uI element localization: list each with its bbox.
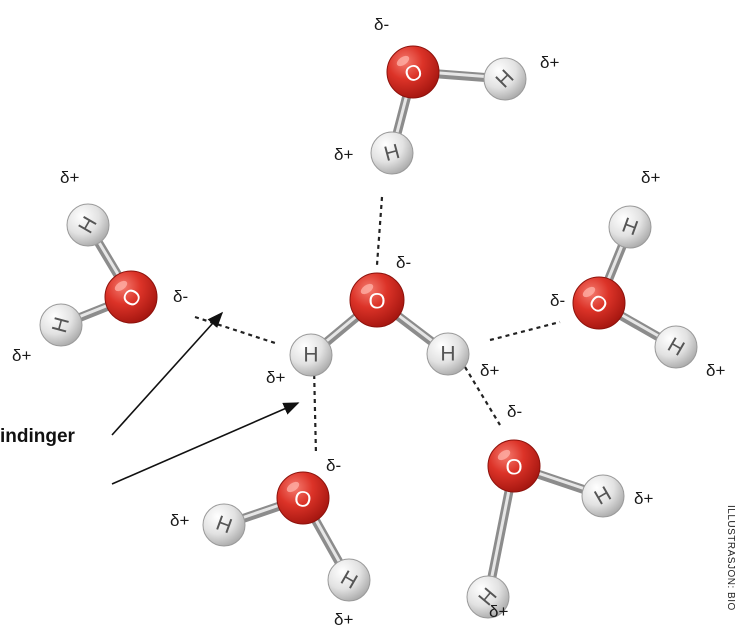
oxygen-highlight	[582, 286, 596, 298]
water-molecule-bottom-left: H H O	[202, 471, 371, 602]
hydrogen-atom: H	[289, 333, 333, 377]
water-molecule-left: HHO	[39, 203, 158, 347]
hydrogen-atom-sphere	[466, 575, 510, 619]
hbond-right	[489, 320, 561, 342]
water-molecule-top: HHO	[370, 45, 527, 175]
hydrogen-atom-label: H	[48, 315, 74, 336]
charge-top-h2: δ+	[334, 145, 353, 164]
illustration-credit: ILLUSTRASJON: BIO	[725, 505, 736, 611]
hydrogen-atom-label: H	[440, 343, 455, 366]
charge-br-h2: δ+	[489, 602, 508, 621]
hbond-bottom-left	[312, 366, 318, 456]
oxygen-highlight	[286, 481, 300, 493]
oxygen-atom: O	[487, 439, 541, 493]
charge-left-h2: δ+	[12, 346, 31, 365]
hydrogen-atom-label: H	[619, 214, 641, 241]
hydrogen-atom-sphere	[370, 131, 414, 175]
water-molecule-right: HHO	[572, 205, 698, 369]
hydrogen-atom: H	[466, 575, 510, 619]
hydrogen-atom: H	[426, 332, 470, 376]
arrow-lower	[111, 402, 300, 485]
hydrogen-atom-label: H	[382, 140, 403, 166]
charge-left-o: δ-	[173, 287, 188, 306]
hbond-bottom-right	[464, 366, 501, 426]
hydrogen-atom: H	[66, 203, 110, 247]
hydrogen-bonds	[194, 196, 561, 456]
oxygen-atom: O	[276, 471, 330, 525]
oxygen-atom: O	[349, 272, 405, 328]
oxygen-highlight	[114, 280, 128, 292]
charge-bl-h2: δ+	[334, 610, 353, 628]
charge-bl-h1: δ+	[170, 511, 189, 530]
hydrogen-atom-sphere	[608, 205, 652, 249]
hydrogen-atom: H	[39, 303, 83, 347]
oxygen-atom: O	[104, 270, 158, 324]
charge-center-h1: δ+	[266, 368, 285, 387]
oxygen-atom: O	[386, 45, 440, 99]
hydrogen-atom-sphere	[483, 57, 527, 101]
charge-br-o: δ-	[507, 402, 522, 421]
water-molecule-bottom-right: H H O	[466, 439, 625, 619]
hydrogen-atom-sphere	[66, 203, 110, 247]
hydrogen-atom: H	[370, 131, 414, 175]
oxygen-highlight	[360, 283, 374, 295]
arrow-upper	[111, 311, 224, 436]
water-molecule-center: H H O	[289, 272, 470, 377]
hydrogen-atom-sphere	[327, 558, 371, 602]
hydrogen-atom-sphere	[654, 325, 698, 369]
charge-top-h1: δ+	[540, 53, 559, 72]
hbond-top	[375, 196, 384, 266]
oxygen-highlight	[396, 55, 410, 67]
hydrogen-atom-label: H	[303, 344, 318, 367]
hydrogen-atom: H	[483, 57, 527, 101]
charge-left-h1: δ+	[60, 168, 79, 187]
hydrogen-atom-sphere	[426, 332, 470, 376]
hydrogen-atom: H	[202, 503, 246, 547]
oxygen-atom: O	[572, 276, 626, 330]
hydrogen-atom-sphere	[289, 333, 333, 377]
charge-br-h1: δ+	[634, 489, 653, 508]
charge-right-h1: δ+	[641, 168, 660, 187]
charge-center-h2: δ+	[480, 361, 499, 380]
charge-right-h2: δ+	[706, 361, 725, 380]
hydrogen-atom: H	[608, 205, 652, 249]
charge-bl-o: δ-	[326, 456, 341, 475]
charge-labels: δ- δ+ δ+ δ+ δ- δ+ δ- δ+ δ+ δ+ δ- δ+ δ- δ…	[12, 15, 725, 628]
oxygen-highlight	[497, 449, 511, 461]
oxygen-atom-label: O	[292, 485, 313, 513]
hydrogen-atom-label: H	[213, 512, 235, 539]
oxygen-atom-label: O	[368, 289, 385, 314]
hydrogen-atom-sphere	[581, 474, 625, 518]
hydrogen-atom-sphere	[202, 503, 246, 547]
hydrogen-atom: H	[327, 558, 371, 602]
oxygen-atom-label: O	[505, 455, 522, 480]
hydrogen-atom: H	[581, 474, 625, 518]
charge-top-o: δ-	[374, 15, 389, 34]
callout-arrows	[111, 311, 300, 485]
hydrogen-bonds-callout: indinger	[0, 426, 76, 447]
charge-center-o: δ-	[396, 253, 411, 272]
hbond-left	[194, 315, 276, 345]
oxygen-atom-sphere	[349, 272, 405, 328]
hydrogen-atom: H	[654, 325, 698, 369]
charge-right-o: δ-	[550, 291, 565, 310]
hydrogen-atom-sphere	[39, 303, 83, 347]
